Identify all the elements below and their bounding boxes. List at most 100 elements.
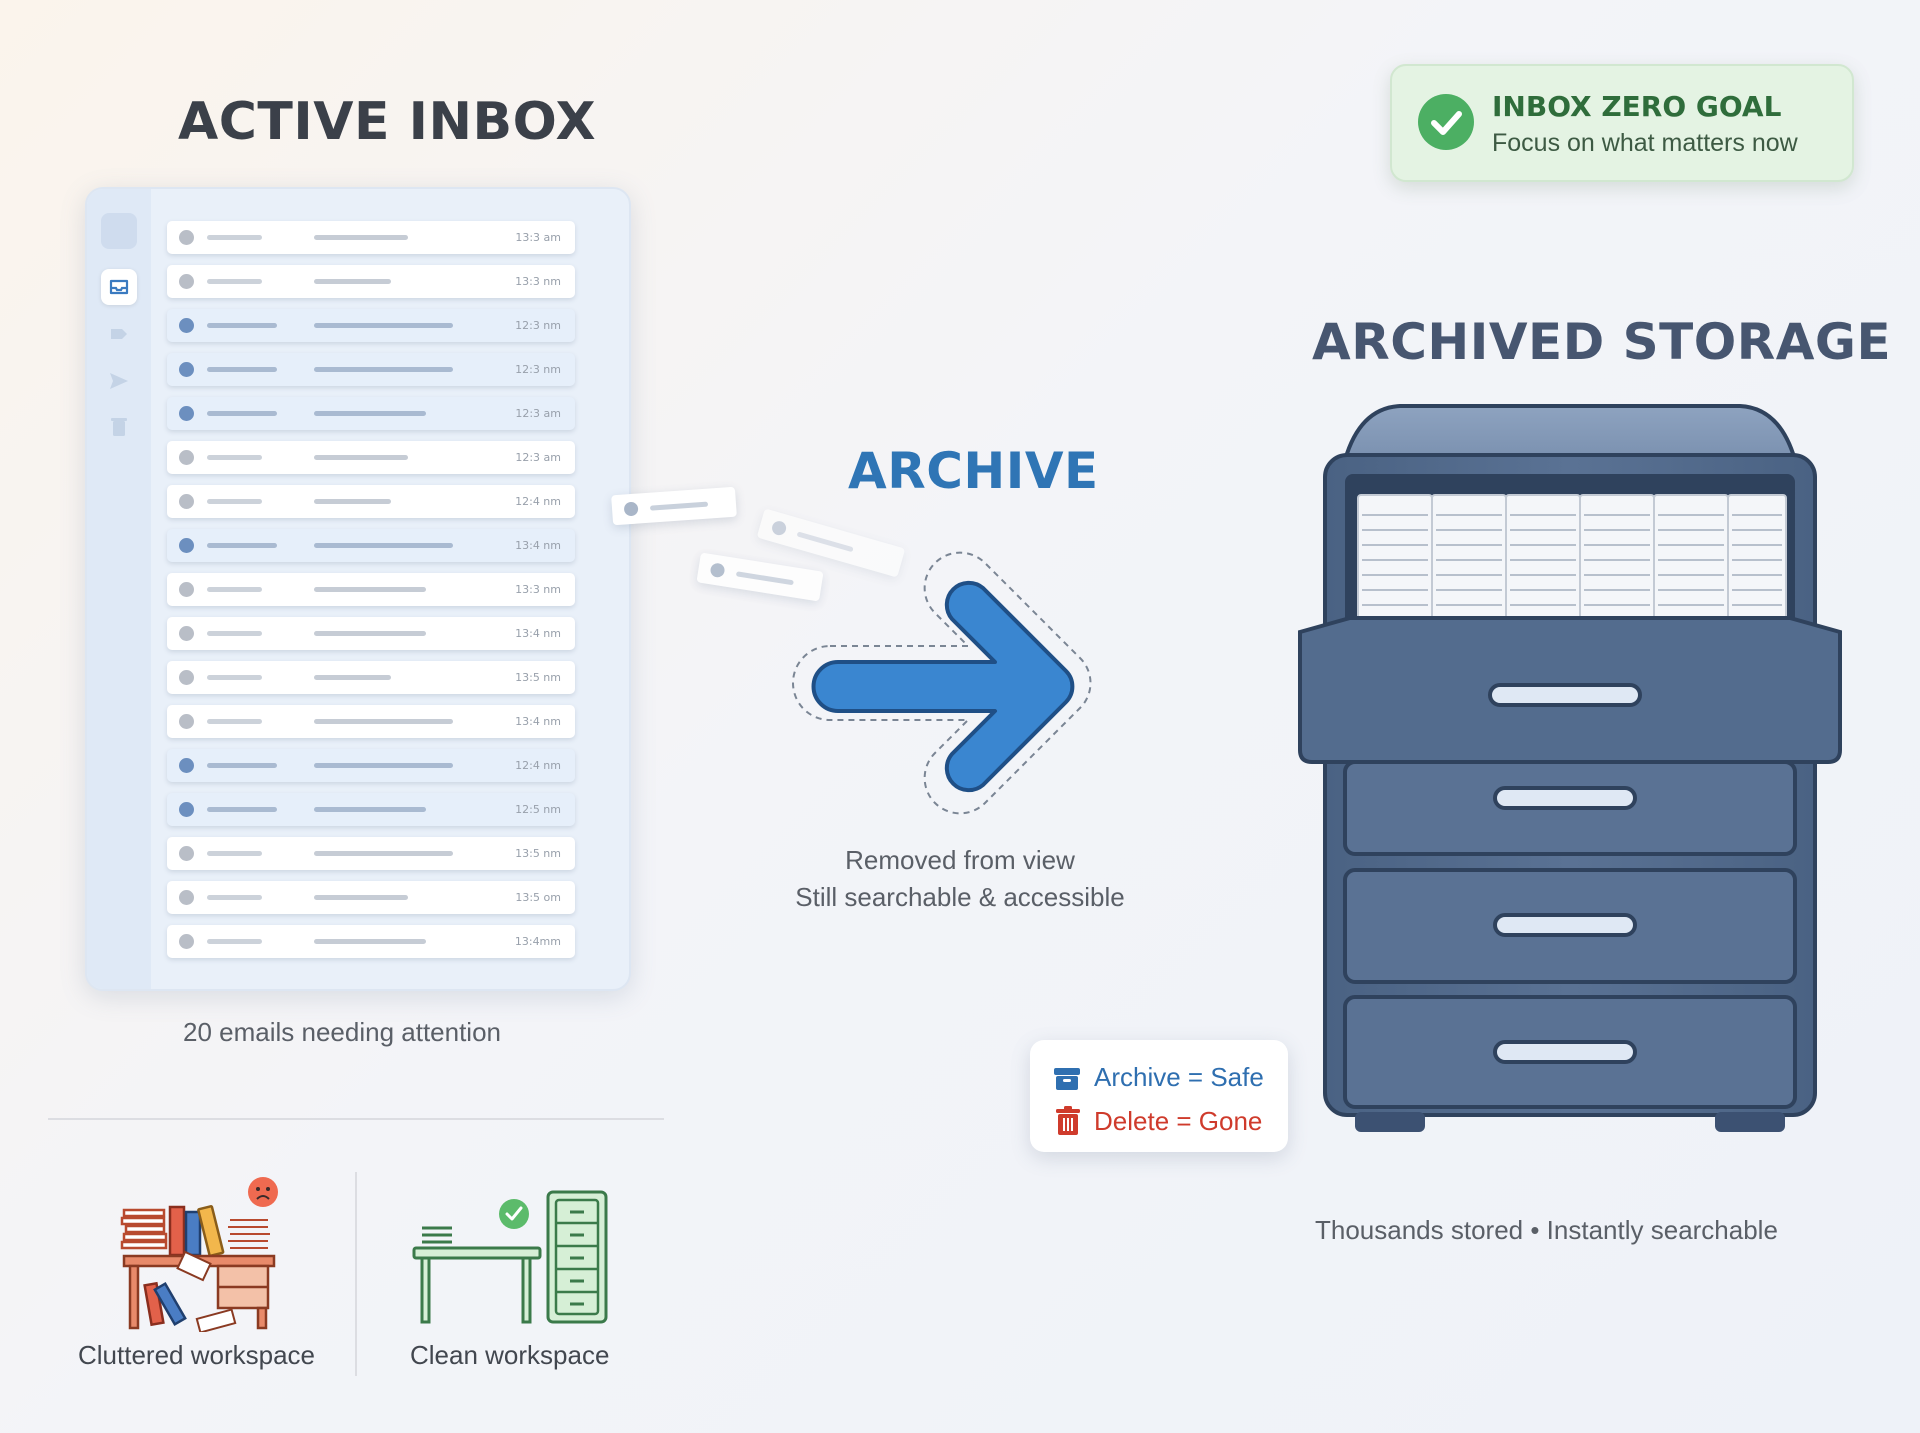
email-row[interactable]: 13:3 nm <box>167 573 575 606</box>
inbox-title: ACTIVE INBOX <box>178 92 597 152</box>
subject-placeholder <box>314 851 453 856</box>
subject-placeholder <box>314 411 426 416</box>
email-time: 13:4mm <box>514 935 561 948</box>
check-circle-icon <box>1418 94 1474 150</box>
archive-arrow-icon <box>792 551 1092 815</box>
archive-caption-line1: Removed from view <box>845 845 1075 875</box>
email-time: 13:4 nm <box>515 627 561 640</box>
subject-placeholder <box>314 939 426 944</box>
email-time: 13:3 am <box>515 231 561 244</box>
legend-delete-text: Delete = Gone <box>1094 1106 1263 1136</box>
label-icon[interactable] <box>101 316 137 352</box>
sender-avatar <box>179 230 194 245</box>
compose-icon[interactable] <box>101 213 137 249</box>
inbox-sidebar <box>87 189 151 989</box>
email-row[interactable]: 13:4mm <box>167 925 575 958</box>
sender-avatar <box>179 626 194 641</box>
subject-placeholder <box>314 895 408 900</box>
subject-placeholder <box>314 323 453 328</box>
email-row[interactable]: 12:3 am <box>167 441 575 474</box>
email-time: 12:3 nm <box>515 363 561 376</box>
archive-caption: Removed from view Still searchable & acc… <box>760 842 1160 916</box>
inbox-caption: 20 emails needing attention <box>183 1017 502 1047</box>
email-time: 12:4 nm <box>515 495 561 508</box>
trash-icon <box>1056 1106 1080 1135</box>
email-time: 12:3 nm <box>515 319 561 332</box>
sender-avatar <box>179 450 194 465</box>
email-time: 13:3 nm <box>515 275 561 288</box>
email-time: 13:5 om <box>515 891 561 904</box>
goal-subtitle: Focus on what matters now <box>1492 129 1798 157</box>
sender-avatar <box>179 758 194 773</box>
storage-title: ARCHIVED STORAGE <box>1312 313 1892 371</box>
inbox-icon[interactable] <box>101 269 137 305</box>
subject-placeholder <box>314 807 426 812</box>
email-row[interactable]: 12:3 am <box>167 397 575 430</box>
trash-icon[interactable] <box>101 409 137 445</box>
sender-avatar <box>179 362 194 377</box>
subject-placeholder <box>314 235 408 240</box>
goal-title: INBOX ZERO GOAL <box>1492 90 1782 123</box>
email-row[interactable]: 12:3 nm <box>167 353 575 386</box>
subject-placeholder <box>314 499 391 504</box>
email-time: 13:5 nm <box>515 847 561 860</box>
cluttered-workspace-label: Cluttered workspace <box>78 1340 315 1370</box>
sender-placeholder <box>207 895 262 900</box>
sender-avatar <box>179 538 194 553</box>
sender-placeholder <box>207 543 277 548</box>
email-row[interactable]: 13:4 nm <box>167 705 575 738</box>
email-row[interactable]: 13:3 nm <box>167 265 575 298</box>
email-row[interactable]: 13:5 nm <box>167 661 575 694</box>
email-row[interactable]: 12:5 nm <box>167 793 575 826</box>
legend-archive-text: Archive = Safe <box>1094 1062 1264 1092</box>
clean-workspace-label: Clean workspace <box>410 1340 610 1370</box>
divider <box>355 1172 357 1376</box>
subject-placeholder <box>314 587 426 592</box>
email-time: 13:5 nm <box>515 671 561 684</box>
sender-placeholder <box>207 411 277 416</box>
email-row[interactable]: 12:3 nm <box>167 309 575 342</box>
subject-placeholder <box>314 455 408 460</box>
sender-placeholder <box>207 587 262 592</box>
email-time: 13:3 nm <box>515 583 561 596</box>
sender-placeholder <box>207 631 262 636</box>
divider <box>48 1118 664 1120</box>
archive-caption-line2: Still searchable & accessible <box>795 882 1125 912</box>
email-time: 12:3 am <box>515 407 561 420</box>
archive-label: ARCHIVE <box>848 442 1099 500</box>
sender-placeholder <box>207 939 262 944</box>
sender-avatar <box>179 582 194 597</box>
subject-placeholder <box>314 763 453 768</box>
email-time: 12:5 nm <box>515 803 561 816</box>
sender-placeholder <box>207 279 262 284</box>
subject-placeholder <box>314 367 453 372</box>
email-row[interactable]: 13:4 nm <box>167 617 575 650</box>
sender-avatar <box>179 274 194 289</box>
email-row[interactable]: 12:4 nm <box>167 749 575 782</box>
email-row[interactable]: 12:4 nm <box>167 485 575 518</box>
sender-avatar <box>179 846 194 861</box>
email-time: 12:3 am <box>515 451 561 464</box>
email-row[interactable]: 13:3 am <box>167 221 575 254</box>
email-row[interactable]: 13:5 om <box>167 881 575 914</box>
subject-placeholder <box>314 675 391 680</box>
archive-delete-legend: Archive = Safe Delete = Gone <box>1030 1040 1288 1152</box>
sender-avatar <box>179 406 194 421</box>
sender-placeholder <box>207 807 277 812</box>
email-row[interactable]: 13:4 nm <box>167 529 575 562</box>
storage-caption: Thousands stored • Instantly searchable <box>1315 1215 1778 1245</box>
sender-avatar <box>179 934 194 949</box>
subject-placeholder <box>314 279 391 284</box>
sender-placeholder <box>207 851 262 856</box>
email-row[interactable]: 13:5 nm <box>167 837 575 870</box>
email-time: 13:4 nm <box>515 539 561 552</box>
sender-placeholder <box>207 367 277 372</box>
sender-placeholder <box>207 323 277 328</box>
filing-cabinet-icon <box>1298 404 1842 1132</box>
sent-icon[interactable] <box>101 363 137 399</box>
sender-placeholder <box>207 719 262 724</box>
inbox-window: 13:3 am 13:3 nm 12:3 nm 12:3 nm 12:3 am 12:3 … <box>85 187 631 991</box>
sender-placeholder <box>207 455 262 460</box>
sender-avatar <box>179 802 194 817</box>
cluttered-desk-icon <box>120 1177 278 1332</box>
